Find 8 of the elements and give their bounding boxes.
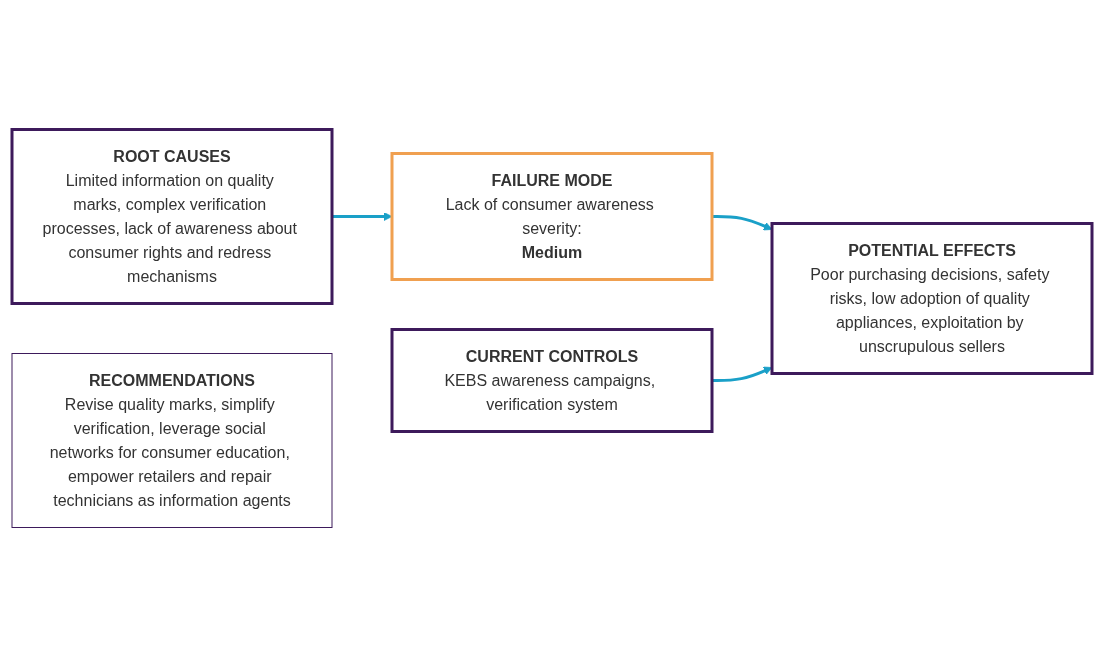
arrow [331, 212, 392, 221]
arrow [711, 215, 772, 231]
node-box: FAILURE MODE Lack of consumer awareness severity: Medium [390, 152, 713, 281]
node-box: CURRENT CONTROLS KEBS awareness campaigns, verification system [390, 328, 713, 433]
arrow [711, 366, 772, 382]
node-box: RECOMMENDATIONS Revise quality marks, simplify verification, leverage social networks for consumer education, empower retailers and repair technicians as information agents [11, 353, 332, 528]
node-box: POTENTIAL EFFECTS Poor purchasing decisions, safety risks, low adoption of quality appliances, exploitation by unscrupulous sellers [770, 222, 1093, 375]
node-box: ROOT CAUSES Limited information on quality marks, complex verification processes, lack of awareness about consumer rights and redress mechanisms [10, 128, 333, 305]
